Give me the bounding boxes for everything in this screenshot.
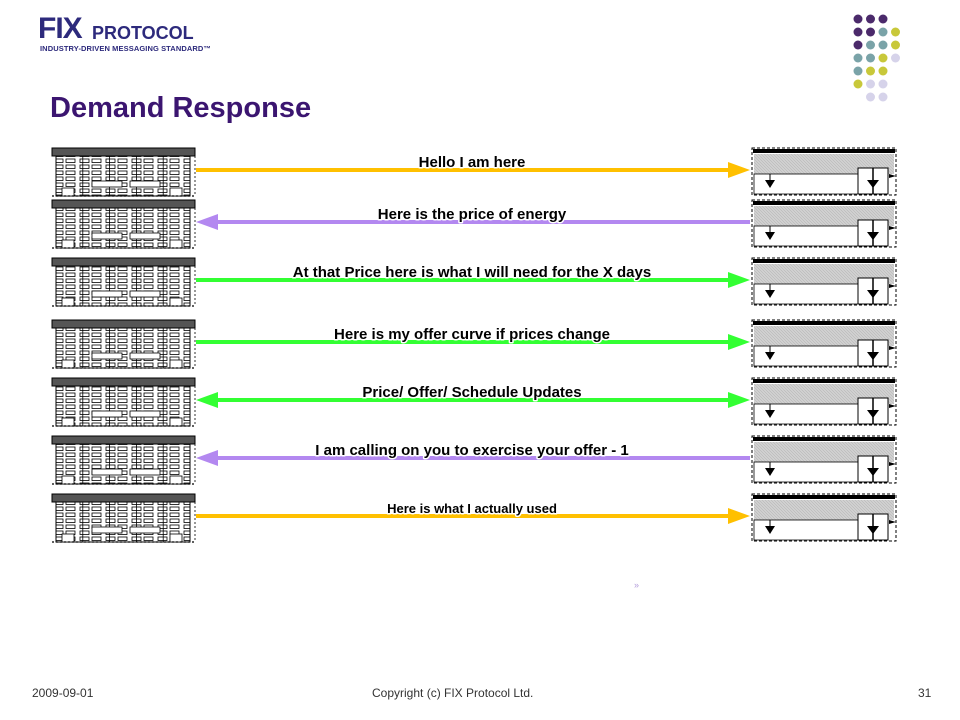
decorative-dot bbox=[866, 14, 875, 24]
building-icon bbox=[51, 257, 196, 307]
decorative-dot bbox=[866, 40, 875, 50]
decorative-dot bbox=[878, 27, 888, 37]
message-label: I am calling on you to exercise your off… bbox=[315, 442, 628, 459]
message-row: Here is what I actually used bbox=[51, 493, 897, 543]
logo-tagline: INDUSTRY-DRIVEN MESSAGING STANDARD™ bbox=[40, 44, 212, 53]
decorative-dot bbox=[853, 27, 863, 37]
message-row: Hello I am here bbox=[51, 147, 897, 197]
message-label: Here is the price of energy bbox=[378, 206, 567, 223]
utility-panel-icon bbox=[751, 435, 897, 484]
decorative-dot bbox=[891, 53, 900, 63]
message-label: At that Price here is what I will need f… bbox=[293, 264, 651, 281]
decorative-dot bbox=[878, 40, 888, 50]
building-icon bbox=[51, 493, 196, 543]
message-arrow bbox=[196, 392, 750, 408]
decorative-dot-grid bbox=[853, 14, 900, 102]
decorative-dot bbox=[878, 92, 888, 102]
utility-panel-icon bbox=[751, 493, 897, 542]
fix-protocol-logo: FIX PROTOCOL INDUSTRY-DRIVEN MESSAGING S… bbox=[38, 14, 238, 54]
message-label: Hello I am here bbox=[419, 154, 526, 171]
slide-marker: » bbox=[634, 580, 640, 590]
message-row: Here is my offer curve if prices change bbox=[51, 319, 897, 369]
utility-panel-icon bbox=[751, 257, 897, 306]
utility-panel-icon bbox=[751, 199, 897, 248]
footer-page-number: 31 bbox=[918, 686, 932, 700]
decorative-dot bbox=[891, 27, 900, 37]
message-row: I am calling on you to exercise your off… bbox=[51, 435, 897, 485]
decorative-dot bbox=[866, 79, 875, 89]
decorative-dot bbox=[878, 53, 888, 63]
message-row: Here is the price of energy bbox=[51, 199, 897, 249]
decorative-dot bbox=[853, 14, 863, 24]
utility-panel-icon bbox=[751, 377, 897, 426]
building-icon bbox=[51, 147, 196, 197]
decorative-dot bbox=[853, 40, 863, 50]
message-arrow bbox=[196, 272, 750, 288]
message-arrow bbox=[196, 162, 750, 178]
message-arrow bbox=[196, 334, 750, 350]
message-label: Here is what I actually used bbox=[387, 501, 557, 516]
decorative-dot bbox=[878, 79, 888, 89]
message-label: Here is my offer curve if prices change bbox=[334, 326, 610, 343]
message-arrow bbox=[196, 508, 750, 524]
utility-panel-icon bbox=[751, 147, 897, 196]
message-label: Price/ Offer/ Schedule Updates bbox=[362, 384, 581, 401]
footer-copyright: Copyright (c) FIX Protocol Ltd. bbox=[372, 686, 534, 700]
logo-protocol-text: PROTOCOL bbox=[92, 23, 194, 43]
decorative-dot bbox=[866, 92, 875, 102]
decorative-dot bbox=[853, 79, 863, 89]
message-row: At that Price here is what I will need f… bbox=[51, 257, 897, 307]
decorative-dot bbox=[866, 53, 875, 63]
decorative-dot bbox=[878, 14, 888, 24]
building-icon bbox=[51, 199, 196, 249]
footer-date: 2009-09-01 bbox=[32, 686, 94, 700]
utility-panel-icon bbox=[751, 319, 897, 368]
decorative-dot bbox=[866, 66, 875, 76]
message-row: Price/ Offer/ Schedule Updates bbox=[51, 377, 897, 427]
decorative-dot bbox=[891, 40, 900, 50]
message-arrow bbox=[196, 450, 750, 466]
logo-fix-text: FIX bbox=[38, 12, 83, 45]
building-icon bbox=[51, 435, 196, 485]
decorative-dot bbox=[853, 66, 863, 76]
decorative-dot bbox=[878, 66, 888, 76]
decorative-dot bbox=[853, 53, 863, 63]
building-icon bbox=[51, 377, 196, 427]
message-arrow bbox=[196, 214, 750, 230]
building-icon bbox=[51, 319, 196, 369]
slide-title: Demand Response bbox=[50, 92, 312, 124]
decorative-dot bbox=[866, 27, 875, 37]
